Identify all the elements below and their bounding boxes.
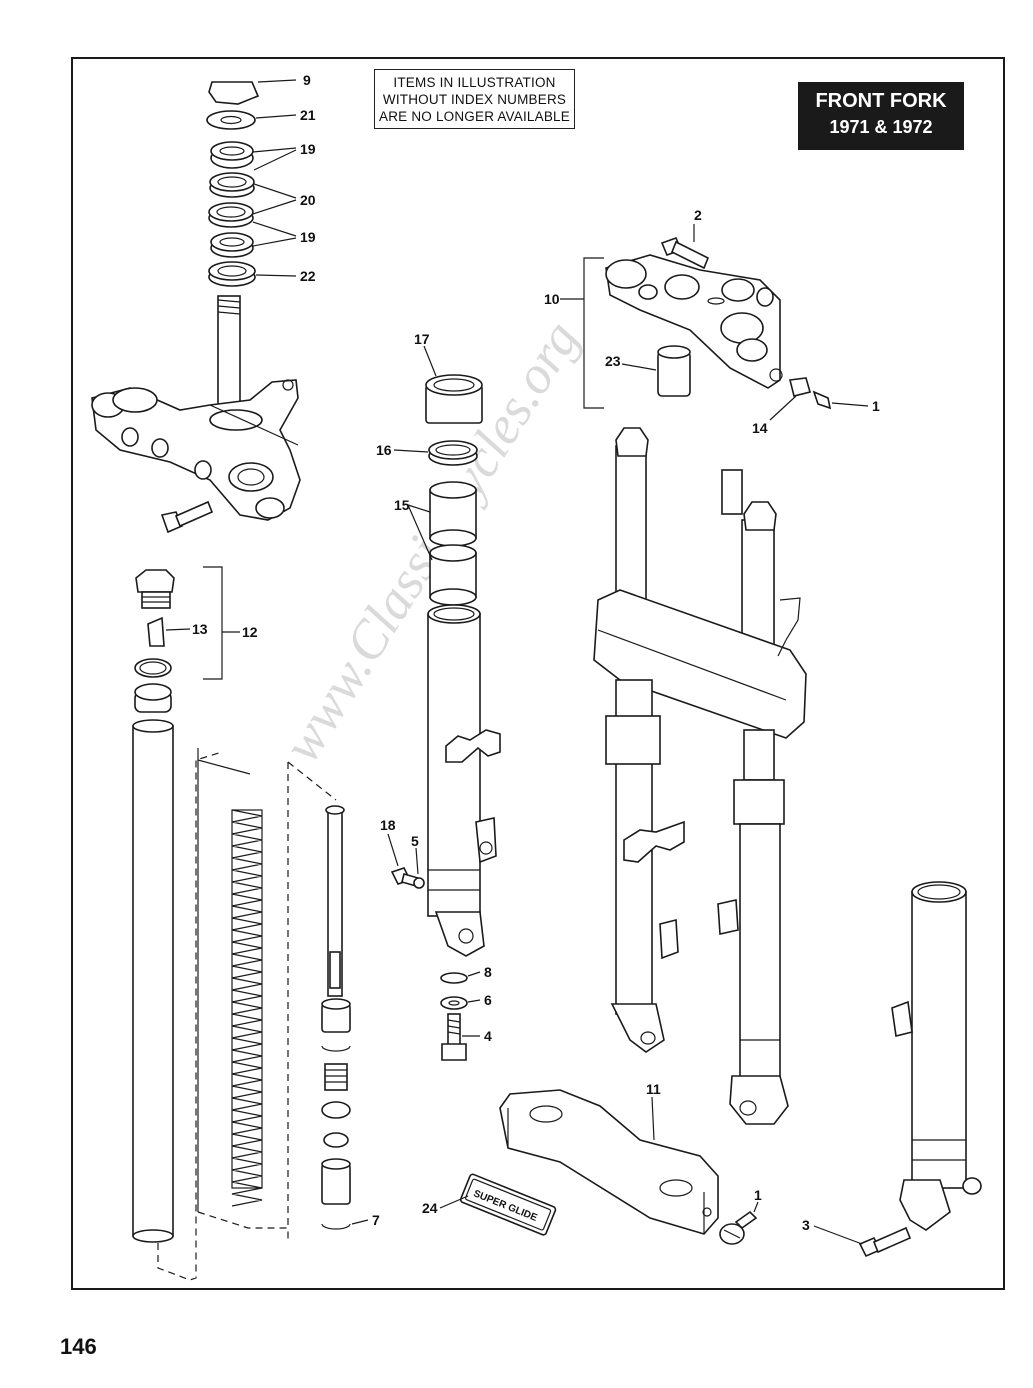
callout-10: 10: [544, 291, 560, 307]
oil-seal-cap-part: [425, 374, 483, 424]
callout-24: 24: [422, 1200, 438, 1216]
valve-part: [147, 616, 165, 647]
callout-20: 20: [300, 192, 316, 208]
damper-parts-part: [321, 998, 351, 1230]
washer-part: [206, 110, 256, 130]
damper-rod-part: [325, 805, 345, 997]
callout-3: 3: [802, 1217, 810, 1233]
super-glide-badge-part: SUPER GLIDE: [459, 1173, 557, 1236]
callout-16: 16: [376, 442, 392, 458]
callout-18: 18: [380, 817, 396, 833]
callout-13: 13: [192, 621, 208, 637]
bearing-upper-part: [210, 141, 254, 169]
availability-notice: ITEMS IN ILLUSTRATION WITHOUT INDEX NUMB…: [374, 69, 575, 129]
callout-19: 19: [300, 141, 316, 157]
callout-11: 11: [646, 1081, 661, 1097]
race-lower-part: [208, 202, 254, 228]
fork-tube-part: [132, 719, 174, 1243]
callout-15: 15: [394, 497, 410, 513]
callout-17: 17: [414, 331, 430, 347]
diagram-frame: [71, 57, 1005, 1290]
callout-21: 21: [300, 107, 316, 123]
diagram-subtitle: 1971 & 1972: [829, 117, 933, 137]
callout-6: 6: [484, 992, 492, 1008]
bracket-cover-part: [499, 1089, 719, 1235]
filler-plug-part: [135, 569, 175, 609]
callout-22: 22: [300, 268, 316, 284]
callout-12: 12: [242, 624, 258, 640]
callout-19: 19: [300, 229, 316, 245]
fork-assembly-part: [593, 427, 807, 1125]
callout-7: 7: [372, 1212, 380, 1228]
bearing-lower-part: [210, 232, 254, 258]
fork-spring-part: [231, 809, 263, 1207]
callout-8: 8: [484, 964, 492, 980]
axle-clamp-screw-part: [858, 1226, 912, 1258]
cover-screw-part: [719, 1210, 758, 1245]
callout-9: 9: [303, 72, 311, 88]
lower-bracket-part: [91, 295, 301, 521]
notice-line: ARE NO LONGER AVAILABLE: [379, 109, 570, 124]
upper-bracket-part: [605, 254, 783, 389]
diagram-title: FRONT FORK: [815, 90, 947, 112]
callout-1: 1: [872, 398, 880, 414]
pinch-bolt-part: [160, 500, 214, 534]
axle-washer-part: [440, 996, 468, 1010]
callout-23: 23: [605, 353, 621, 369]
dust-shield-part: [208, 261, 256, 287]
lock-ring-part: [440, 972, 468, 984]
notice-line: ITEMS IN ILLUSTRATION: [393, 75, 556, 90]
axle-stud-part: [441, 1013, 467, 1061]
drain-washer-part: [413, 877, 425, 889]
stop-screw-part: [789, 377, 832, 410]
tube-plug-part: [134, 683, 172, 713]
page-number: 146: [60, 1334, 97, 1359]
stem-nut-part: [208, 81, 260, 105]
callout-5: 5: [411, 833, 419, 849]
race-upper-part: [209, 172, 255, 198]
callout-2: 2: [694, 207, 702, 223]
bushing-part: [657, 345, 691, 397]
title-box: FRONT FORK 1971 & 1972: [798, 82, 964, 150]
bracket-bolt-part: [660, 236, 710, 270]
notice-line: WITHOUT INDEX NUMBERS: [382, 92, 567, 107]
right-slider-part: [891, 881, 982, 1231]
seal-part: [428, 440, 478, 466]
slider-tube-part: [427, 604, 501, 957]
slider-bushing-part: [429, 481, 477, 606]
callout-14: 14: [752, 420, 768, 436]
callout-4: 4: [484, 1028, 492, 1044]
callout-1: 1: [754, 1187, 762, 1203]
